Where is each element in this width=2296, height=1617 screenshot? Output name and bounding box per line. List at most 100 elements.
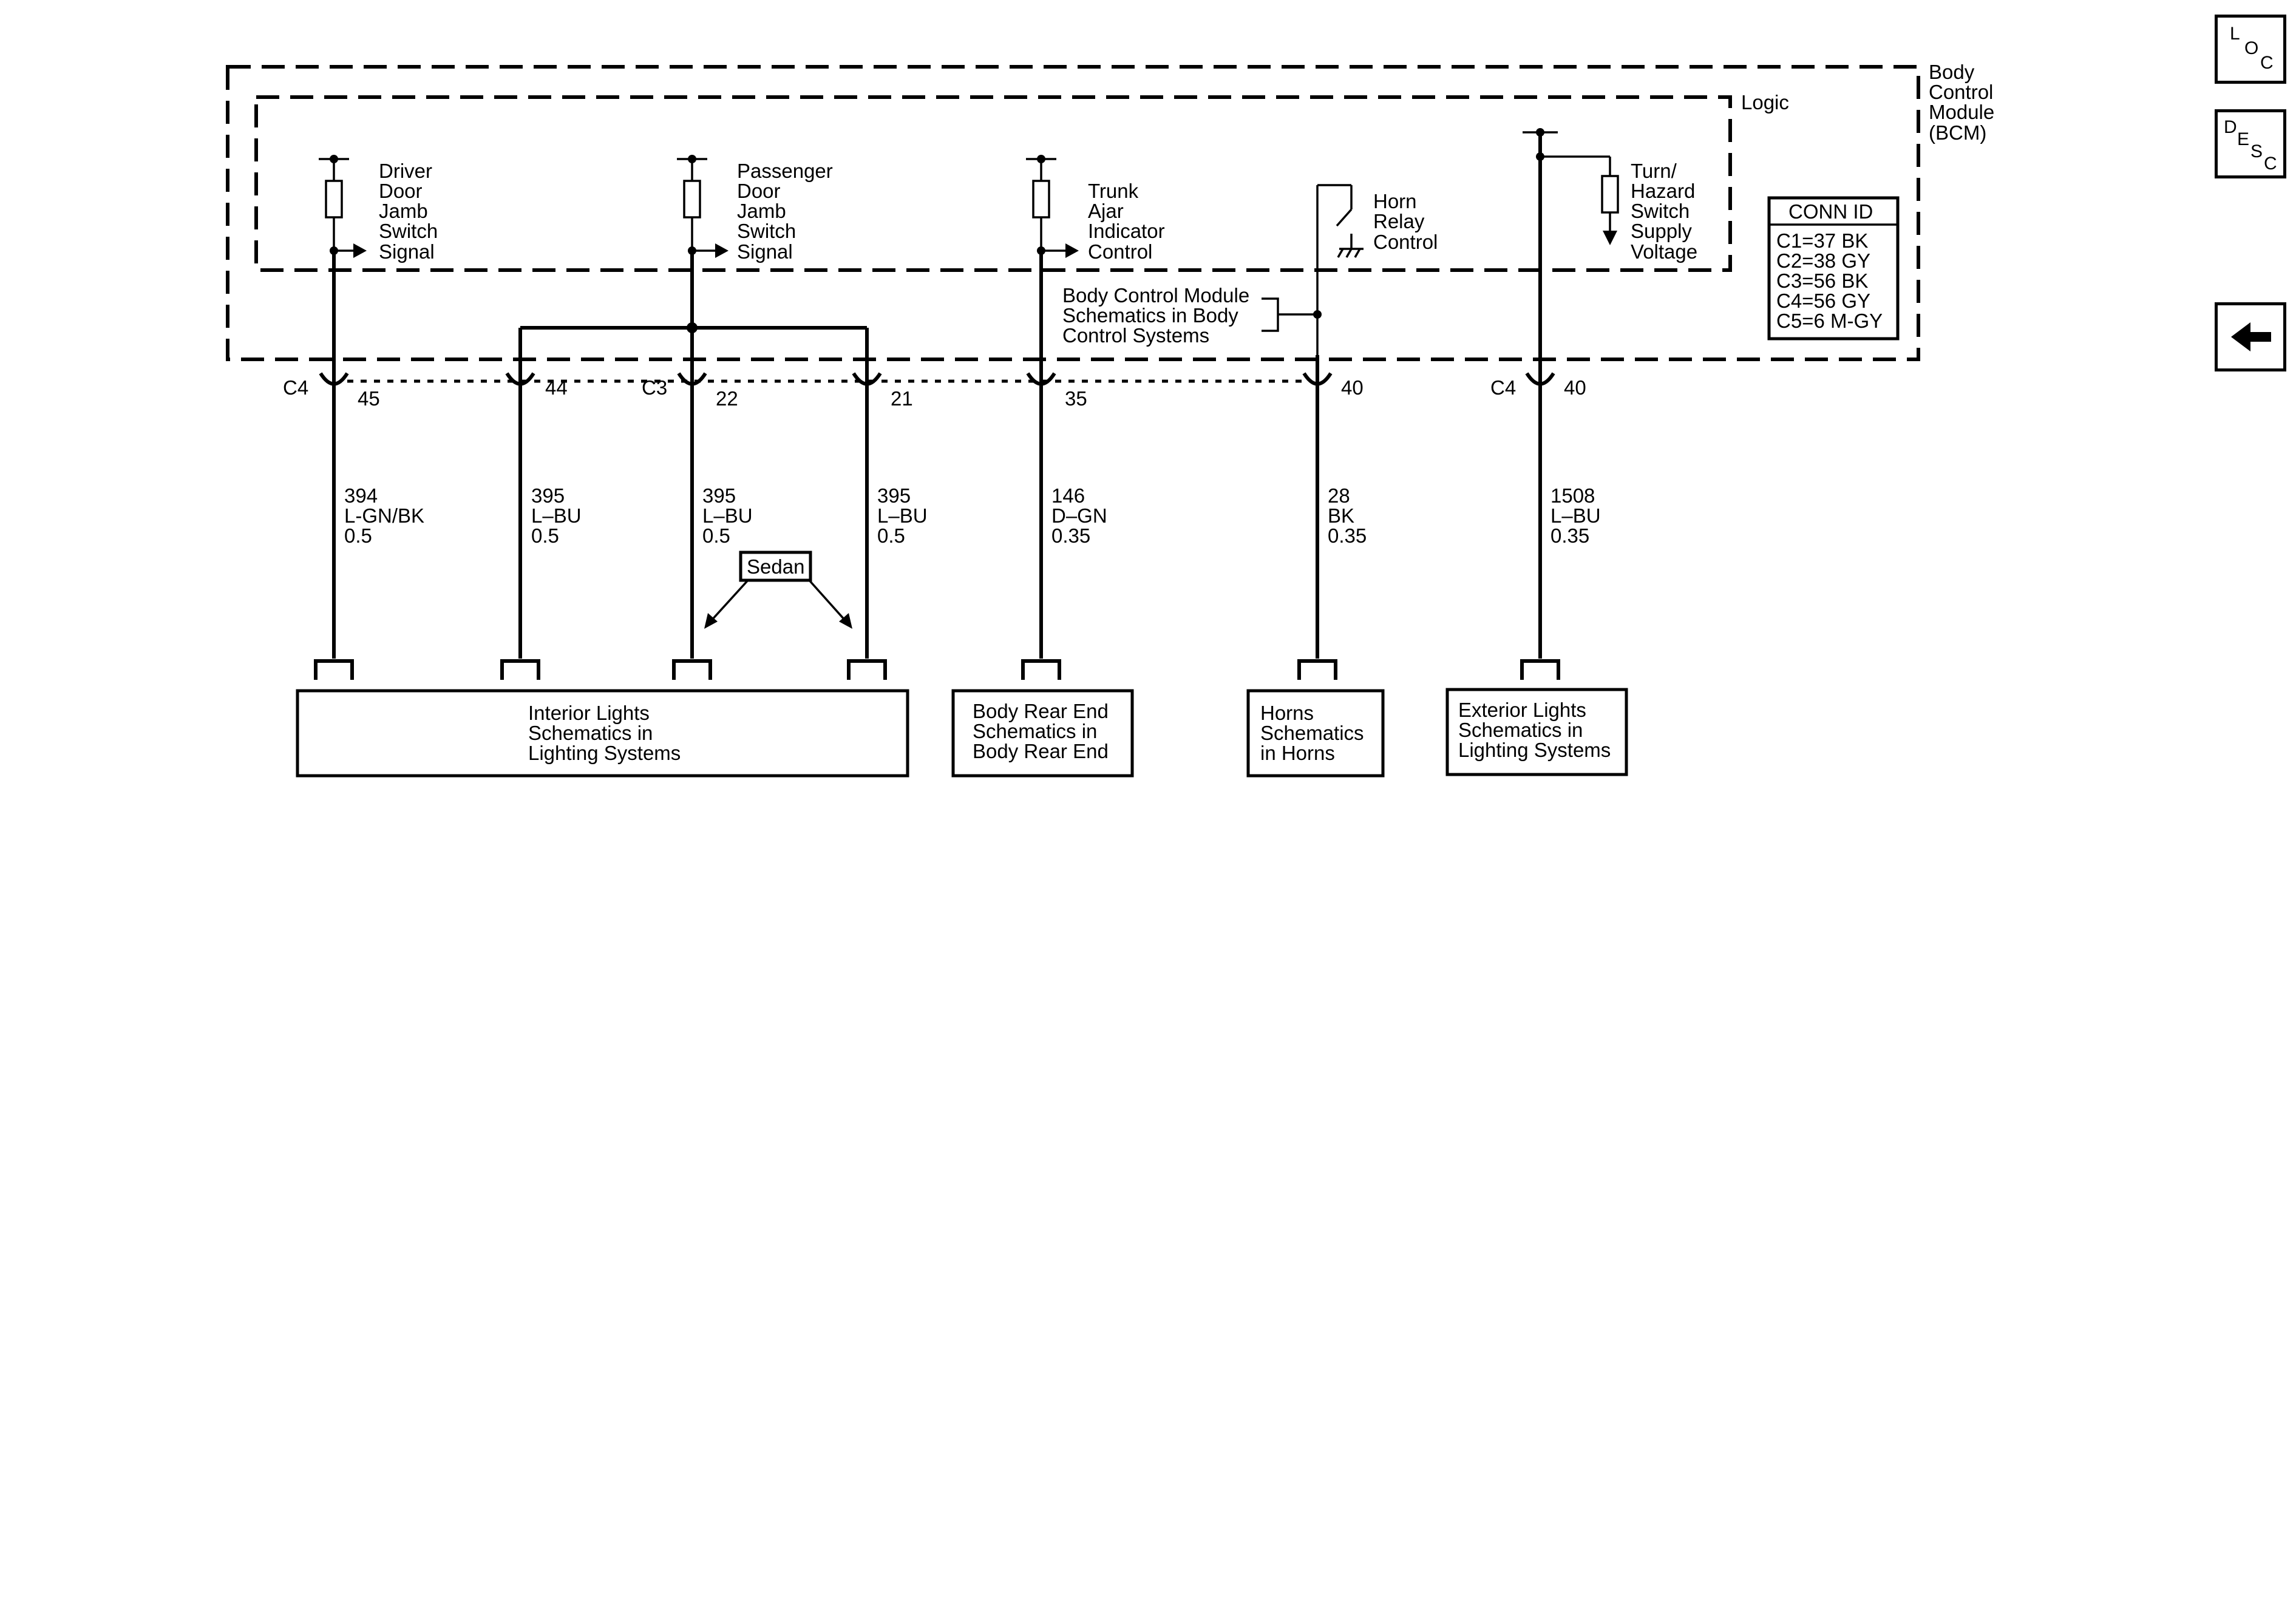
svg-text:Jamb: Jamb <box>379 200 428 222</box>
loc-letter-o: O <box>2244 38 2259 58</box>
horns-box: Horns Schematics in Horns <box>1246 689 1385 778</box>
svg-text:Body: Body <box>1929 61 1975 83</box>
svg-text:Control: Control <box>1088 240 1152 263</box>
svg-text:CONN ID: CONN ID <box>1788 200 1873 223</box>
horn-relay-switch <box>1316 184 1364 355</box>
svg-text:Control: Control <box>1929 81 1993 103</box>
svg-text:395: 395 <box>877 484 911 507</box>
svg-text:40: 40 <box>1341 376 1364 399</box>
sedan-option-callout: Sedan <box>704 551 852 629</box>
svg-text:Sedan: Sedan <box>747 555 804 578</box>
svg-text:Switch: Switch <box>1631 200 1690 222</box>
svg-text:L–BU: L–BU <box>531 504 582 527</box>
connector-labels: C4 C3 C4 45 44 22 21 35 40 40 <box>283 376 1586 410</box>
conn-id-table: CONN ID C1=37 BK C2=38 GY C3=56 BK C4=56… <box>1767 196 1900 341</box>
svg-text:Horn: Horn <box>1373 190 1417 212</box>
svg-text:Switch: Switch <box>737 220 796 242</box>
turn-hazard-label: Turn/ Hazard Switch Supply Voltage <box>1631 160 1697 263</box>
body-rear-end-box: Body Rear End Schematics in Body Rear En… <box>951 689 1134 778</box>
left-arrow-icon <box>2231 322 2271 351</box>
wire-label-394: 394 L-GN/BK 0.5 <box>344 484 424 547</box>
svg-text:Door: Door <box>379 180 423 202</box>
svg-text:C3=56 BK: C3=56 BK <box>1776 270 1868 292</box>
svg-text:D–GN: D–GN <box>1051 504 1107 527</box>
svg-text:C4=56 GY: C4=56 GY <box>1776 290 1870 312</box>
interior-lights-box: Interior Lights Schematics in Lighting S… <box>296 689 909 778</box>
desc-letter-e: E <box>2237 129 2250 149</box>
svg-text:C4: C4 <box>283 376 308 399</box>
svg-text:C2=38 GY: C2=38 GY <box>1776 249 1870 272</box>
location-button[interactable]: L O C <box>2215 15 2286 84</box>
svg-text:0.35: 0.35 <box>1550 524 1589 547</box>
bcm-reference-callout: Body Control Module Schematics in Body C… <box>1062 284 1322 347</box>
svg-text:Body Control Module: Body Control Module <box>1062 284 1249 307</box>
svg-text:(BCM): (BCM) <box>1929 121 1986 144</box>
trunk-ajar-input <box>1026 155 1079 258</box>
horn-relay-label: Horn Relay Control <box>1373 190 1438 253</box>
svg-text:0.5: 0.5 <box>531 524 559 547</box>
svg-text:Jamb: Jamb <box>737 200 786 222</box>
svg-text:395: 395 <box>702 484 736 507</box>
loc-letter-c: C <box>2260 53 2274 73</box>
svg-text:L–BU: L–BU <box>1550 504 1601 527</box>
svg-text:C5=6 M-GY: C5=6 M-GY <box>1776 310 1883 332</box>
svg-text:Control: Control <box>1373 231 1438 253</box>
svg-text:28: 28 <box>1328 484 1350 507</box>
svg-text:BK: BK <box>1328 504 1354 527</box>
svg-text:22: 22 <box>716 387 738 410</box>
description-button[interactable]: D E S C <box>2215 109 2286 178</box>
svg-text:40: 40 <box>1564 376 1586 399</box>
svg-text:Schematics in: Schematics in <box>973 720 1097 742</box>
svg-text:Voltage: Voltage <box>1631 240 1697 263</box>
loc-letter-l: L <box>2230 24 2240 44</box>
desc-letter-d: D <box>2224 117 2237 137</box>
svg-text:Horns: Horns <box>1260 702 1314 724</box>
svg-text:Door: Door <box>737 180 781 202</box>
svg-text:C1=37 BK: C1=37 BK <box>1776 229 1868 252</box>
svg-text:Body Rear End: Body Rear End <box>973 700 1109 722</box>
svg-text:35: 35 <box>1065 387 1087 410</box>
passenger-door-label: Passenger Door Jamb Switch Signal <box>737 160 833 263</box>
svg-text:L-GN/BK: L-GN/BK <box>344 504 424 527</box>
svg-text:L–BU: L–BU <box>702 504 753 527</box>
svg-text:21: 21 <box>891 387 913 410</box>
svg-text:Body Rear End: Body Rear End <box>973 740 1109 762</box>
svg-text:Passenger: Passenger <box>737 160 833 182</box>
svg-text:1508: 1508 <box>1550 484 1595 507</box>
svg-text:C3: C3 <box>642 376 667 399</box>
logic-label: Logic <box>1741 91 1789 114</box>
svg-text:44: 44 <box>545 376 568 399</box>
wire-label-28: 28 BK 0.35 <box>1328 484 1367 547</box>
svg-text:L–BU: L–BU <box>877 504 928 527</box>
svg-text:146: 146 <box>1051 484 1085 507</box>
svg-text:395: 395 <box>531 484 565 507</box>
bcm-outline <box>226 65 1920 361</box>
svg-text:C4: C4 <box>1490 376 1516 399</box>
svg-text:Schematics in: Schematics in <box>1458 719 1583 741</box>
svg-text:Schematics: Schematics <box>1260 722 1364 744</box>
back-button[interactable] <box>2215 302 2286 371</box>
svg-text:Hazard: Hazard <box>1631 180 1695 202</box>
svg-text:Switch: Switch <box>379 220 438 242</box>
svg-text:Schematics in: Schematics in <box>528 722 653 744</box>
svg-text:Trunk: Trunk <box>1088 180 1139 202</box>
svg-text:0.35: 0.35 <box>1051 524 1090 547</box>
svg-text:Module: Module <box>1929 101 1994 123</box>
svg-text:0.5: 0.5 <box>702 524 730 547</box>
svg-text:0.35: 0.35 <box>1328 524 1367 547</box>
terminal-forks <box>314 659 1560 680</box>
svg-text:394: 394 <box>344 484 378 507</box>
svg-text:0.5: 0.5 <box>877 524 905 547</box>
svg-text:Indicator: Indicator <box>1088 220 1165 242</box>
svg-text:Control Systems: Control Systems <box>1062 324 1209 347</box>
wire-label-395-c: 395 L–BU 0.5 <box>877 484 928 547</box>
svg-text:Lighting Systems: Lighting Systems <box>1458 739 1611 761</box>
trunk-ajar-label: Trunk Ajar Indicator Control <box>1088 180 1165 263</box>
driver-door-input <box>319 155 367 258</box>
svg-text:in Horns: in Horns <box>1260 742 1335 764</box>
svg-text:0.5: 0.5 <box>344 524 372 547</box>
logic-outline <box>254 95 1732 272</box>
svg-text:Exterior Lights: Exterior Lights <box>1458 699 1586 721</box>
svg-text:Schematics in Body: Schematics in Body <box>1062 304 1238 327</box>
